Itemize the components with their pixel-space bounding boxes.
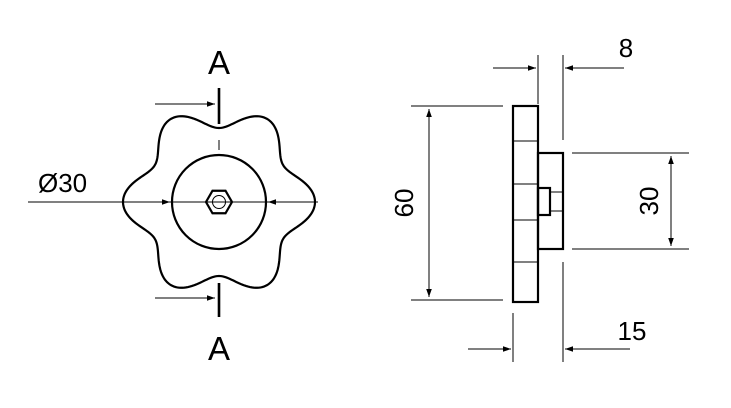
- side-view: 8 60 30 15: [389, 33, 689, 362]
- dim-total-width-value: 15: [618, 316, 647, 346]
- dim-thickness-value: 8: [619, 33, 633, 63]
- dim-hub-diameter-value: 30: [634, 187, 664, 216]
- section-label-top: A: [208, 44, 230, 81]
- front-view: A A Ø30: [28, 44, 318, 367]
- dim-height-value: 60: [389, 189, 419, 218]
- hub-profile: [536, 151, 565, 251]
- diameter-label: Ø30: [38, 168, 87, 198]
- section-label-bottom: A: [208, 330, 230, 367]
- flange-profile: [511, 104, 540, 304]
